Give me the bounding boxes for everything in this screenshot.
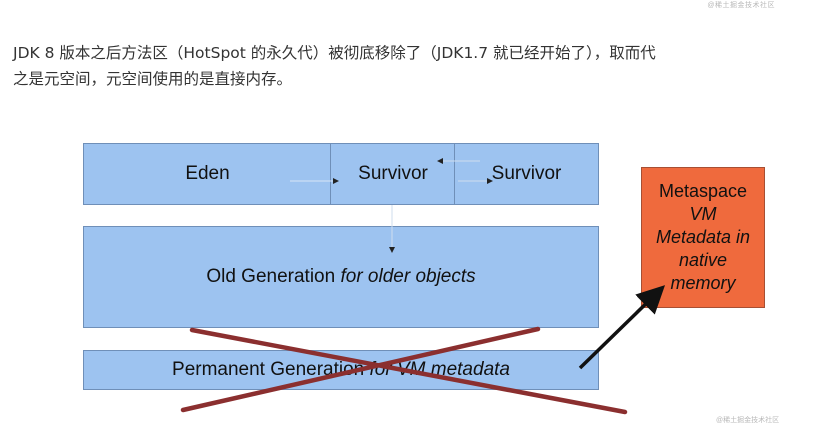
watermark-bottom: @稀土掘金技术社区: [716, 417, 780, 424]
permanent-generation-label-italic: for VM metadata: [369, 359, 510, 380]
metaspace-line-memory: memory: [670, 273, 736, 293]
old-generation-label: Old Generation for older objects: [206, 266, 475, 288]
survivor-box-2: Survivor: [454, 143, 599, 205]
cross-line-2: [180, 326, 541, 413]
metaspace-line-metadata: Metadata in: [655, 227, 751, 247]
metaspace-box: Metaspace VM Metadata in native memory: [641, 167, 765, 308]
permanent-generation-label: Permanent Generation for VM metadata: [172, 359, 510, 381]
cross-line-1: [189, 327, 628, 415]
watermark-top: @稀土掘金技术社区: [707, 2, 775, 9]
paragraph-line-2: 之是元空间，元空间使用的是直接内存。: [13, 70, 293, 88]
metaspace-line-vm: VM: [689, 204, 717, 224]
old-generation-label-main: Old Generation: [206, 266, 341, 287]
survivor-box-1: Survivor: [330, 143, 456, 205]
metaspace-title: Metaspace: [658, 181, 748, 201]
metaspace-line-native: native: [678, 250, 728, 270]
article-paragraph: JDK 8 版本之后方法区（HotSpot 的永久代）被彻底移除了（JDK1.7…: [13, 40, 813, 92]
eden-box: Eden: [83, 143, 332, 205]
survivor-label-1: Survivor: [358, 163, 428, 184]
old-generation-box: Old Generation for older objects: [83, 226, 599, 328]
permanent-generation-label-main: Permanent Generation: [172, 359, 370, 380]
metaspace-arrow: [578, 285, 666, 370]
paragraph-line-1: JDK 8 版本之后方法区（HotSpot 的永久代）被彻底移除了（JDK1.7…: [13, 44, 656, 62]
survivor-label-2: Survivor: [491, 163, 562, 184]
eden-label: Eden: [185, 163, 230, 184]
old-generation-label-italic: for older objects: [340, 266, 476, 287]
